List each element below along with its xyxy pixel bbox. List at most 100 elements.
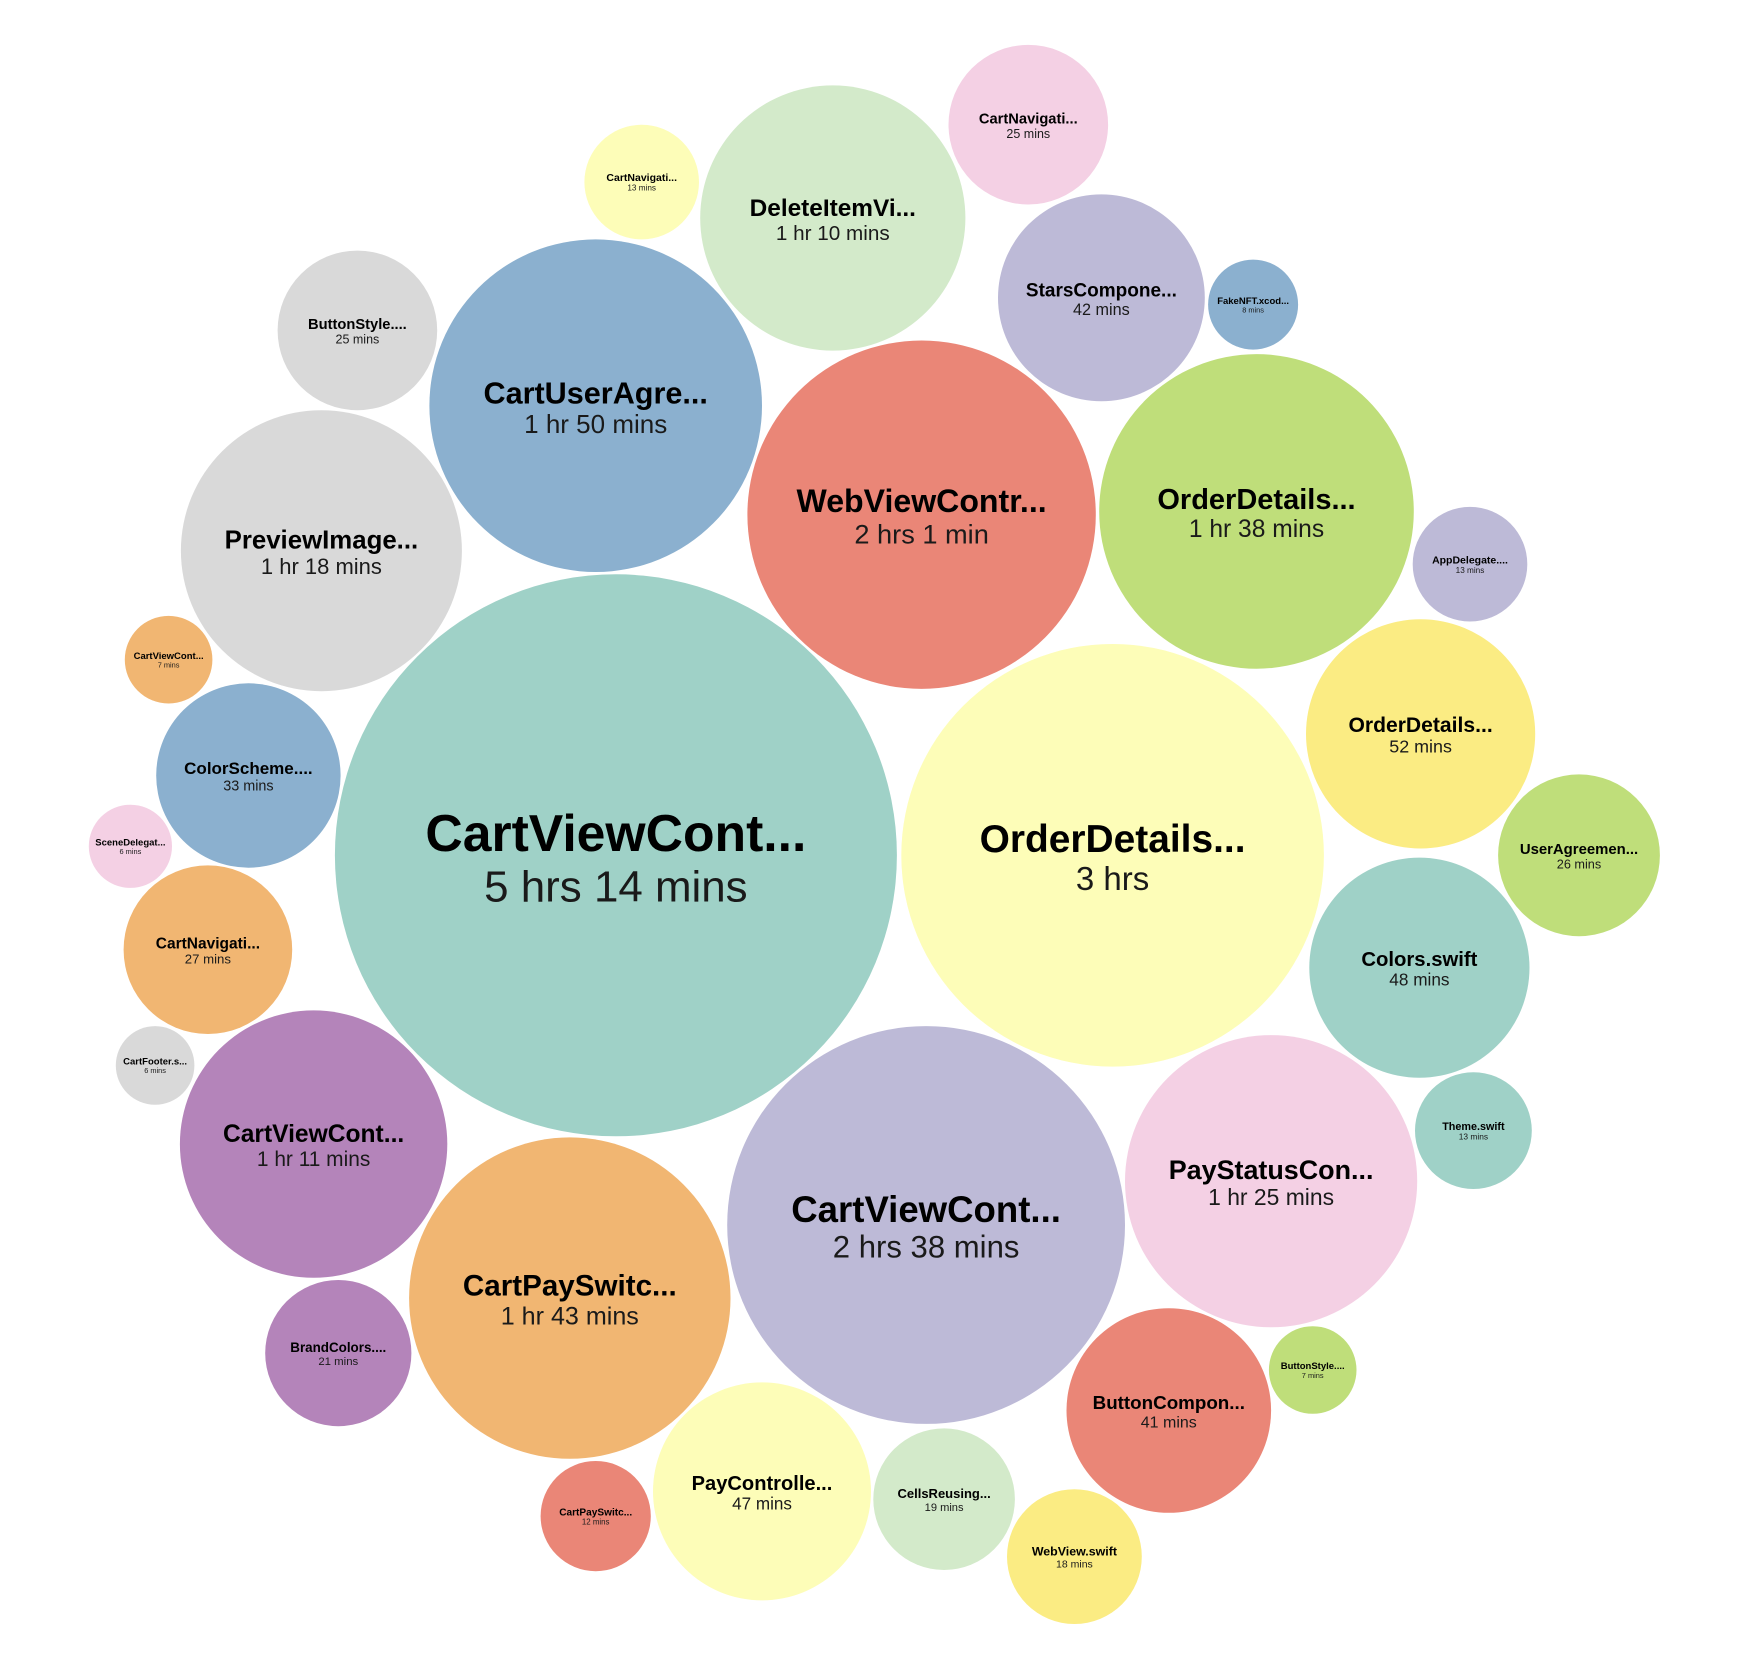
bubble-circle[interactable]	[727, 1026, 1125, 1424]
bubble-label: UserAgreemen...	[1520, 842, 1638, 858]
bubble-duration: 1 hr 43 mins	[501, 1303, 639, 1331]
bubble-duration: 1 hr 25 mins	[1208, 1184, 1334, 1210]
bubble[interactable]: OrderDetails...1 hr 38 mins	[1099, 354, 1414, 669]
bubble[interactable]: CartViewCont...5 hrs 14 mins	[334, 574, 897, 1137]
bubble-label: CartPaySwitc...	[463, 1270, 677, 1303]
bubble[interactable]: AppDelegate....13 mins	[1412, 506, 1528, 622]
bubble-circle[interactable]	[873, 1428, 1015, 1570]
bubble[interactable]: CellsReusing...19 mins	[873, 1428, 1015, 1570]
bubble[interactable]: OrderDetails...52 mins	[1306, 619, 1536, 849]
bubble-duration: 2 hrs 38 mins	[833, 1230, 1020, 1265]
bubble-circle[interactable]	[1099, 354, 1414, 669]
bubble-circle[interactable]	[1498, 774, 1660, 937]
bubble-circle[interactable]	[901, 644, 1324, 1067]
bubble-label: PayControlle...	[692, 1473, 833, 1495]
bubble-label: FakeNFT.xcod...	[1217, 296, 1289, 307]
bubble-circle[interactable]	[1412, 506, 1528, 622]
bubble[interactable]: CartNavigati...27 mins	[123, 865, 293, 1034]
bubble-circle[interactable]	[584, 124, 699, 240]
bubble-circle[interactable]	[334, 574, 897, 1137]
bubble-duration: 27 mins	[185, 952, 232, 967]
bubble-duration: 13 mins	[627, 184, 656, 193]
bubble-circle[interactable]	[1268, 1326, 1357, 1414]
bubble[interactable]: UserAgreemen...26 mins	[1498, 774, 1660, 937]
bubble-circle[interactable]	[88, 804, 172, 888]
bubble-duration: 26 mins	[1557, 858, 1601, 872]
bubble[interactable]: ButtonStyle....25 mins	[277, 250, 438, 411]
bubble[interactable]: PayControlle...47 mins	[653, 1382, 871, 1601]
bubble[interactable]: ButtonCompon...41 mins	[1066, 1308, 1272, 1513]
bubble[interactable]: CartFooter.s...6 mins	[115, 1026, 195, 1105]
bubble[interactable]: CartNavigati...25 mins	[948, 44, 1109, 205]
bubble[interactable]: CartPaySwitc...12 mins	[540, 1461, 651, 1572]
bubble-circle[interactable]	[747, 340, 1096, 689]
bubble-label: PreviewImage...	[225, 527, 419, 555]
bubble[interactable]: SceneDelegat...6 mins	[88, 804, 172, 888]
bubble-circle[interactable]	[1007, 1489, 1142, 1624]
bubble[interactable]: DeleteItemVi...1 hr 10 mins	[700, 85, 966, 351]
bubble-label: OrderDetails...	[1348, 714, 1492, 737]
bubble-circle[interactable]	[1066, 1308, 1272, 1513]
bubble-circle[interactable]	[124, 615, 213, 704]
bubble[interactable]: OrderDetails...3 hrs	[901, 644, 1324, 1067]
bubble[interactable]: BrandColors....21 mins	[265, 1280, 412, 1427]
bubble-duration: 47 mins	[732, 1494, 792, 1513]
bubble-duration: 13 mins	[1459, 1131, 1488, 1141]
bubble-duration: 2 hrs 1 min	[854, 518, 988, 549]
bubble[interactable]: PayStatusCon...1 hr 25 mins	[1125, 1035, 1418, 1328]
bubble-duration: 13 mins	[1456, 566, 1485, 575]
bubble-label: CartViewCont...	[134, 651, 204, 662]
bubble-duration: 1 hr 38 mins	[1189, 516, 1324, 543]
bubble-circle[interactable]	[179, 1010, 448, 1278]
bubble-circle[interactable]	[1306, 619, 1536, 849]
bubble-circle[interactable]	[429, 239, 762, 572]
bubble-label: PayStatusCon...	[1169, 1155, 1374, 1185]
bubble[interactable]: CartViewCont...7 mins	[124, 615, 213, 704]
bubble-duration: 18 mins	[1056, 1559, 1093, 1571]
bubble-circle[interactable]	[1415, 1072, 1532, 1189]
bubble-circle[interactable]	[653, 1382, 871, 1601]
bubble-circle[interactable]	[180, 410, 462, 692]
bubble[interactable]: StarsCompone...42 mins	[998, 194, 1205, 402]
bubble-label: Theme.swift	[1442, 1121, 1505, 1133]
bubble-label: CartNavigati...	[606, 172, 677, 184]
bubble-circle[interactable]	[1125, 1035, 1418, 1328]
bubble-label: CartViewCont...	[425, 804, 806, 862]
bubble-duration: 7 mins	[1302, 1371, 1324, 1380]
bubble-duration: 6 mins	[144, 1066, 166, 1075]
bubble-label: AppDelegate....	[1432, 554, 1508, 566]
bubble-circle[interactable]	[409, 1137, 731, 1459]
bubble-circle[interactable]	[277, 250, 438, 411]
bubble-duration: 8 mins	[1242, 305, 1264, 314]
bubble-circle[interactable]	[948, 44, 1109, 205]
bubble-circle[interactable]	[998, 194, 1205, 402]
bubble[interactable]: CartUserAgre...1 hr 50 mins	[429, 239, 762, 572]
bubble[interactable]: CartViewCont...2 hrs 38 mins	[727, 1026, 1125, 1424]
bubble-circle[interactable]	[700, 85, 966, 351]
bubble-circle[interactable]	[540, 1461, 651, 1572]
bubble-circle[interactable]	[156, 683, 341, 868]
bubble-duration: 19 mins	[925, 1502, 964, 1514]
bubble[interactable]: CartViewCont...1 hr 11 mins	[179, 1010, 448, 1278]
bubble-circle[interactable]	[1309, 857, 1530, 1078]
bubble[interactable]: PreviewImage...1 hr 18 mins	[180, 410, 462, 692]
bubble-duration: 6 mins	[120, 847, 142, 856]
bubble-label: ButtonStyle....	[308, 317, 407, 333]
bubble[interactable]: FakeNFT.xcod...8 mins	[1208, 259, 1299, 350]
bubble[interactable]: ButtonStyle....7 mins	[1268, 1326, 1357, 1414]
bubble[interactable]: ColorScheme....33 mins	[156, 683, 341, 868]
bubble[interactable]: CartPaySwitc...1 hr 43 mins	[409, 1137, 731, 1459]
bubble-circle[interactable]	[123, 865, 293, 1034]
bubble-circle[interactable]	[1208, 259, 1299, 350]
bubble-circle[interactable]	[115, 1026, 195, 1105]
bubble[interactable]: CartNavigati...13 mins	[584, 124, 699, 240]
bubble-duration: 1 hr 11 mins	[257, 1148, 370, 1171]
bubble-duration: 1 hr 18 mins	[261, 554, 382, 579]
bubble[interactable]: WebViewContr...2 hrs 1 min	[747, 340, 1096, 689]
bubble-label: OrderDetails...	[1157, 484, 1355, 516]
bubble-circle[interactable]	[265, 1280, 412, 1427]
